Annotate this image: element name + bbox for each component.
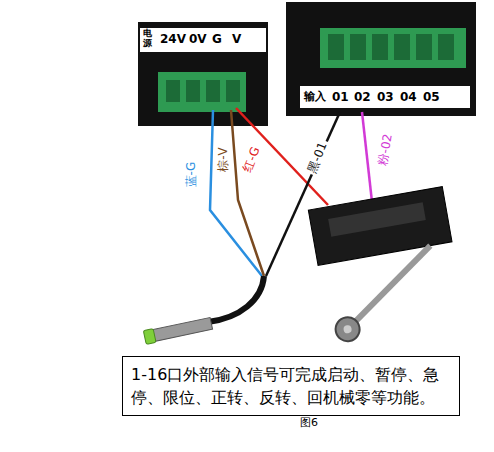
pin-name: V (232, 33, 241, 46)
pin-name: 0V (189, 33, 207, 46)
brown-wire (231, 110, 264, 276)
magenta-wire (362, 112, 372, 202)
label-strip (300, 86, 470, 108)
pin-name: G (212, 33, 222, 46)
panel-title: 电源 (143, 29, 152, 49)
terminal-block (320, 28, 466, 68)
wire-label: 蓝-G (185, 160, 198, 190)
wire-label: 粉-02 (376, 131, 395, 168)
panel-title: 输入 (304, 91, 326, 103)
wire-label: 黑-01 (305, 139, 331, 177)
power-panel (138, 22, 268, 126)
note-text: 1-16口外部输入信号可完成启动、暂停、急停、限位、正转、反转、回机械零等功能。 (131, 363, 451, 409)
wire-label: 红-G (240, 144, 263, 176)
wire-label: 棕-V (216, 146, 229, 175)
sensor-cable (208, 276, 264, 322)
micro-switch (308, 187, 466, 345)
note-box: 1-16口外部输入信号可完成启动、暂停、急停、限位、正转、反转、回机械零等功能。 (122, 356, 460, 416)
pin-name: 03 (377, 91, 394, 104)
pin-name: 01 (332, 91, 349, 104)
input-panel (286, 2, 476, 116)
terminal-slots (166, 80, 240, 102)
pin-name: 24V (160, 33, 186, 46)
figure-number: 图6 (300, 417, 318, 429)
pin-name: 04 (400, 91, 417, 104)
terminal-block (158, 72, 246, 112)
label-strip (140, 28, 266, 52)
terminal-slots (328, 34, 454, 60)
proximity-sensor (143, 316, 212, 344)
pin-name: 05 (423, 91, 440, 104)
pin-name: 02 (354, 91, 371, 104)
